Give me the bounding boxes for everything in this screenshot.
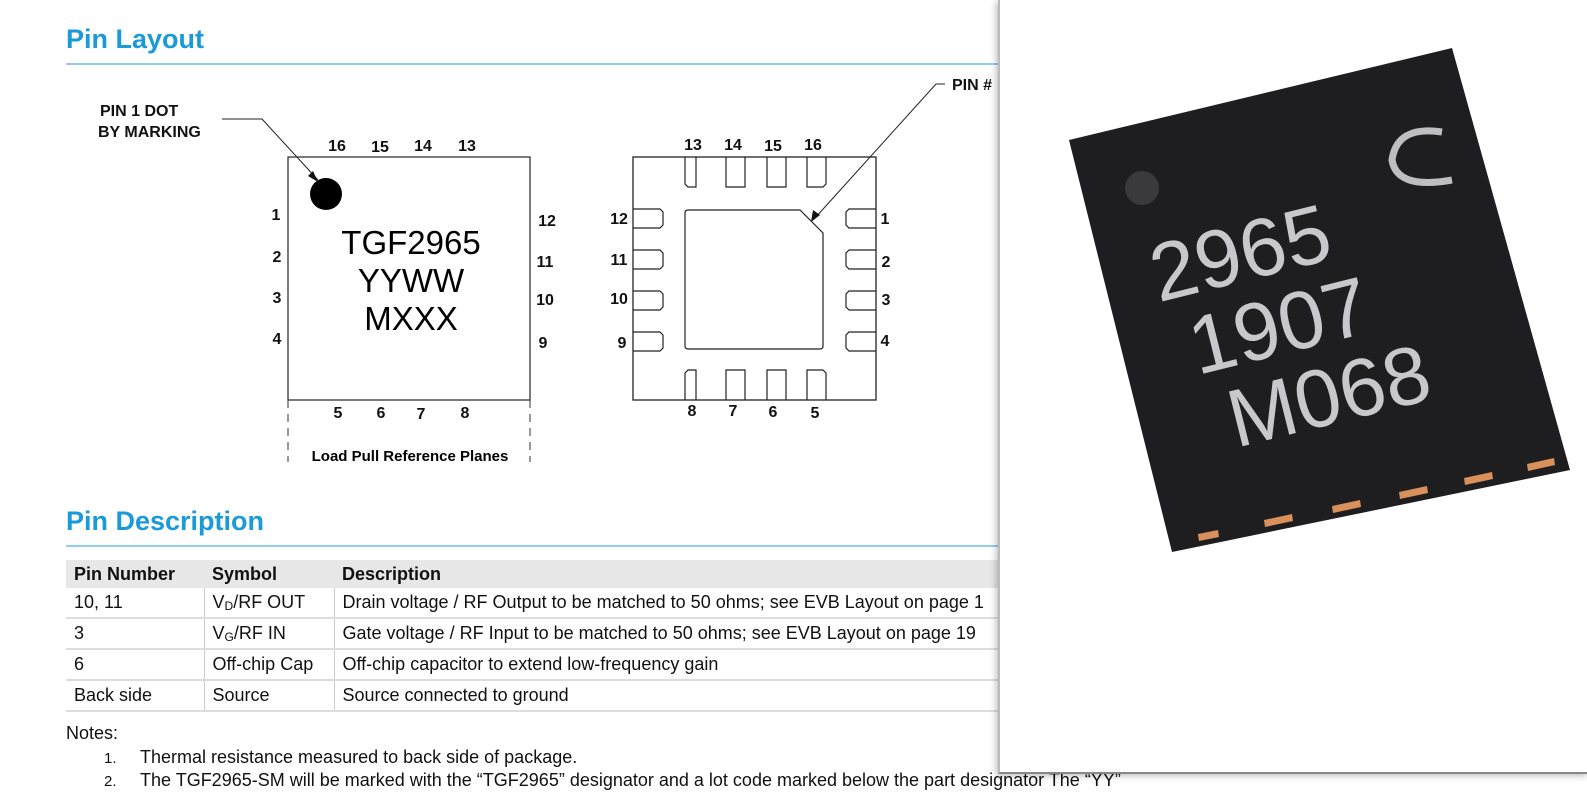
pin-label: 14	[724, 137, 742, 154]
arrow-icon	[308, 171, 318, 182]
pin-label: 5	[811, 405, 820, 422]
pin-label: 13	[684, 137, 702, 154]
header-description: Description	[334, 560, 1026, 588]
chip-pads	[1198, 458, 1555, 541]
pin-cell: 3	[66, 618, 204, 650]
marking-date: YYWW	[358, 262, 465, 299]
package-outline	[287, 156, 531, 401]
pads	[633, 157, 876, 400]
top-view-diagram: PIN 1 DOT BY MARKING TGF2965 YYWW MXXX 1…	[98, 103, 556, 465]
pin-label: 15	[371, 139, 389, 156]
note-number: 1.	[104, 750, 117, 767]
marking-part: TGF2965	[341, 224, 480, 261]
note-number: 2.	[104, 773, 117, 790]
heading-rule	[66, 545, 1006, 547]
pin-label: 14	[414, 138, 432, 155]
pin-cell: 6	[66, 649, 204, 681]
pin-label: 1	[881, 211, 890, 228]
symbol-main: V	[212, 592, 225, 612]
pin-label: 2	[273, 249, 282, 266]
table-row: Back side Source Source connected to gro…	[66, 680, 1026, 712]
pin-cell: Back side	[66, 680, 204, 712]
marking-lot: MXXX	[364, 300, 458, 337]
pin-label: 6	[377, 405, 386, 422]
pin-label: 7	[417, 406, 426, 423]
table-header-row: Pin Number Symbol Description	[66, 560, 1026, 588]
chip-body	[1069, 48, 1570, 552]
pin-label: 9	[618, 335, 627, 352]
reference-plane-label: Load Pull Reference Planes	[312, 448, 509, 465]
description-cell: Drain voltage / RF Output to be matched …	[333, 588, 1026, 619]
symbol-cell: Off-chip Cap	[203, 649, 334, 681]
note-text: The TGF2965-SM will be marked with the “…	[140, 770, 1121, 790]
thermal-pad	[684, 209, 824, 350]
symbol-sub: D	[224, 599, 234, 613]
header-symbol: Symbol	[204, 560, 334, 588]
notes-label: Notes:	[66, 723, 119, 743]
callout-line-2: BY MARKING	[98, 124, 201, 141]
table-row: 6 Off-chip Cap Off-chip capacitor to ext…	[66, 649, 1026, 681]
pin-label: 6	[769, 404, 778, 421]
package-outline	[632, 156, 877, 401]
pin-label: 16	[328, 138, 346, 155]
pin-label: 3	[273, 290, 282, 307]
symbol-cell: VD/RF OUT	[203, 588, 334, 619]
pin-cell: 10, 11	[66, 588, 204, 619]
arrow-icon	[811, 210, 820, 222]
pin-label: 11	[537, 254, 554, 271]
symbol-rest: /RF IN	[233, 623, 286, 643]
symbol-rest: /RF OUT	[233, 592, 306, 612]
pin-label: 10	[536, 292, 554, 309]
symbol-sub: G	[224, 630, 234, 644]
pin-label: 16	[804, 137, 822, 154]
note-item: 2. The TGF2965-SM will be marked with the…	[104, 770, 1121, 791]
pin-label: 12	[538, 213, 556, 230]
table-row: 10, 11 VD/RF OUT Drain voltage / RF Outp…	[66, 588, 1026, 619]
description-cell: Source connected to ground	[333, 680, 1026, 712]
pin-label: 4	[273, 331, 282, 348]
pin-label: 8	[461, 405, 470, 422]
table-row: 3 VG/RF IN Gate voltage / RF Input to be…	[66, 618, 1026, 650]
pin-label: 13	[458, 138, 476, 155]
callout-leader	[222, 118, 319, 181]
pin-label: 10	[610, 291, 628, 308]
pin-layout-heading: Pin Layout	[66, 24, 205, 54]
logo-mark	[1388, 127, 1453, 186]
pin-label: 5	[334, 405, 343, 422]
pin-callout: PIN #	[952, 77, 992, 94]
bottom-view-diagram: PIN # 13 14 15 16 12 11 10 9 1 2 3 4 8 7…	[610, 77, 992, 422]
heading-rule	[66, 63, 1006, 65]
pin-label: 12	[610, 211, 628, 228]
pin-label: 2	[882, 254, 891, 271]
pin1-dot	[1125, 171, 1159, 205]
symbol-main: V	[212, 623, 225, 643]
pin-description-table: Pin Number Symbol Description 10, 11 VD/…	[66, 560, 1026, 712]
symbol-cell: VG/RF IN	[203, 618, 334, 650]
header-pin-number: Pin Number	[66, 560, 204, 588]
pin1-dot	[310, 178, 342, 210]
pin-label: 9	[539, 335, 548, 352]
note-text: Thermal resistance measured to back side…	[140, 747, 578, 767]
description-cell: Gate voltage / RF Input to be matched to…	[333, 618, 1026, 650]
chip-photo: 2965 1907 M068	[1069, 48, 1570, 552]
pin-label: 7	[729, 403, 738, 420]
symbol-cell: Source	[203, 680, 334, 712]
pin-description-heading: Pin Description	[66, 506, 265, 536]
pin-label: 3	[882, 292, 891, 309]
pin-label: 15	[764, 138, 782, 155]
callout-line-1: PIN 1 DOT	[100, 103, 178, 120]
pin-label: 4	[881, 333, 890, 350]
pin-label: 8	[688, 403, 697, 420]
pin-label: 1	[272, 207, 281, 224]
description-cell: Off-chip capacitor to extend low-frequen…	[333, 649, 1026, 681]
pin-label: 11	[611, 252, 628, 269]
note-item: 1. Thermal resistance measured to back si…	[104, 747, 577, 768]
callout-leader	[814, 83, 945, 219]
chip-photo-window[interactable]: 2965 1907 M068	[998, 0, 1587, 774]
